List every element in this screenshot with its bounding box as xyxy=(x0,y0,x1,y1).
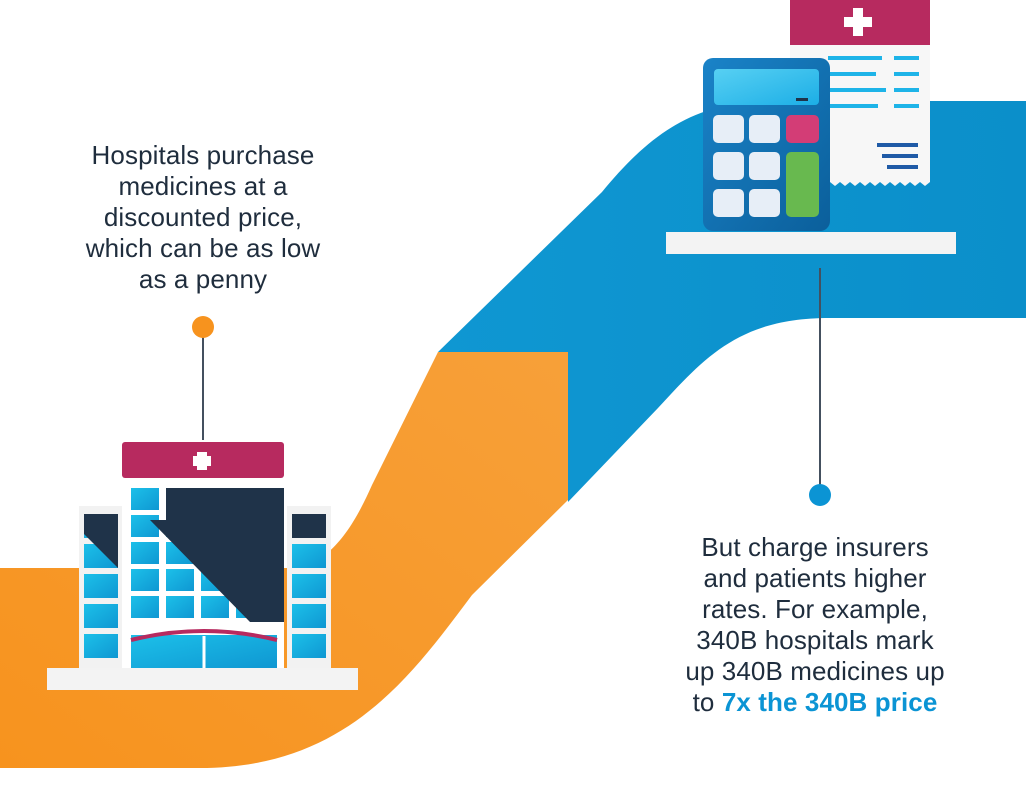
blue-ribbon xyxy=(438,101,1026,502)
right-description-line-2: and patients higher xyxy=(703,563,927,593)
right-description-prefix: to xyxy=(692,687,715,717)
left-description: Hospitals purchase medicines at a discou… xyxy=(58,140,348,295)
right-description-line-6: to 7x the 340B price xyxy=(650,687,980,718)
left-description-line-3: discounted price, xyxy=(103,202,303,232)
right-connector-dot xyxy=(809,484,831,506)
calculator-shelf xyxy=(666,232,956,254)
highlighted-price-note: 7x the 340B price xyxy=(721,687,938,717)
left-description-line-1: Hospitals purchase xyxy=(91,140,315,170)
right-description: But charge insurers and patients higher … xyxy=(650,532,980,718)
right-description-line-5: up 340B medicines up xyxy=(685,656,945,686)
left-connector-dot xyxy=(192,316,214,338)
left-description-line-5: as a penny xyxy=(138,264,268,294)
right-description-line-1: But charge insurers xyxy=(701,532,929,562)
right-description-line-4: 340B hospitals mark xyxy=(696,625,934,655)
hospital-shelf xyxy=(47,668,358,690)
left-description-line-2: medicines at a xyxy=(118,171,288,201)
calculator-icon xyxy=(703,58,830,231)
left-description-line-4: which can be as low xyxy=(85,233,321,263)
right-description-line-3: rates. For example, xyxy=(702,594,928,624)
hospital-icon xyxy=(79,442,331,668)
